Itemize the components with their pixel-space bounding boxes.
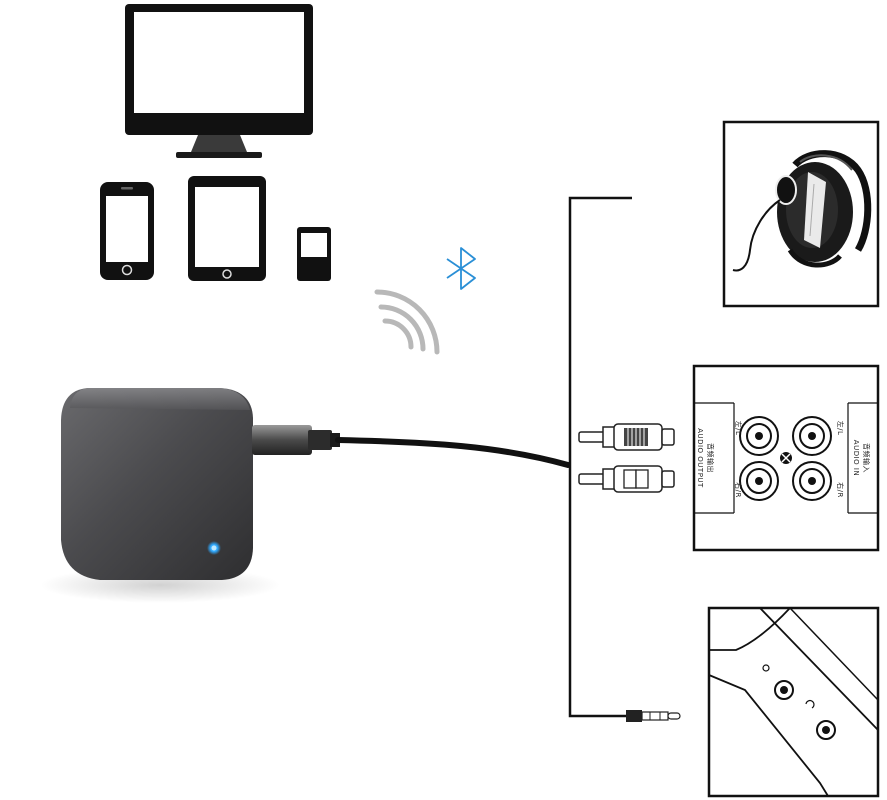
- audio-cable: [335, 437, 571, 468]
- monitor-icon: [125, 4, 313, 158]
- in-right-label: 右/R: [836, 482, 845, 498]
- input-label-cn: 音频输入: [862, 443, 871, 473]
- output-label-en: AUDIO OUTPUT: [696, 428, 704, 488]
- bluetooth-icon: [446, 247, 476, 290]
- tablet-icon: [188, 176, 266, 281]
- rca-plug-left: [578, 423, 675, 451]
- out-right-label: 右/R: [734, 482, 743, 498]
- headphones-icon: [732, 150, 872, 272]
- headphones-panel: [722, 120, 880, 308]
- ground-screw: [780, 452, 792, 464]
- in-left-label: 左/L: [836, 421, 845, 436]
- rca-jack-in-r: [792, 461, 832, 501]
- distribution-bracket: [568, 196, 632, 718]
- aux-plug: [252, 425, 340, 455]
- rca-audio-panel: 音频输出 AUDIO OUTPUT 左/L 右/R 左/L 右/R 音频输入 A…: [692, 364, 880, 552]
- out-left-label: 左/L: [734, 421, 743, 436]
- output-label-cn: 音频输出: [706, 443, 715, 473]
- smartphone-icon: [100, 182, 154, 280]
- rca-plug-right: [578, 465, 675, 493]
- aux-jack-panel: [707, 606, 880, 798]
- media-player-icon: [297, 227, 331, 281]
- bluetooth-receiver: [40, 388, 280, 603]
- rca-jack-out-r: [739, 461, 779, 501]
- rca-jack-in-l: [792, 416, 832, 456]
- rca-jack-out-l: [739, 416, 779, 456]
- aux-plug-output: [626, 710, 681, 722]
- headphone-jack: [774, 680, 794, 700]
- wifi-waves-icon: [374, 289, 440, 355]
- input-label-en: AUDIO IN: [852, 440, 860, 476]
- line-in-jack: [816, 720, 836, 740]
